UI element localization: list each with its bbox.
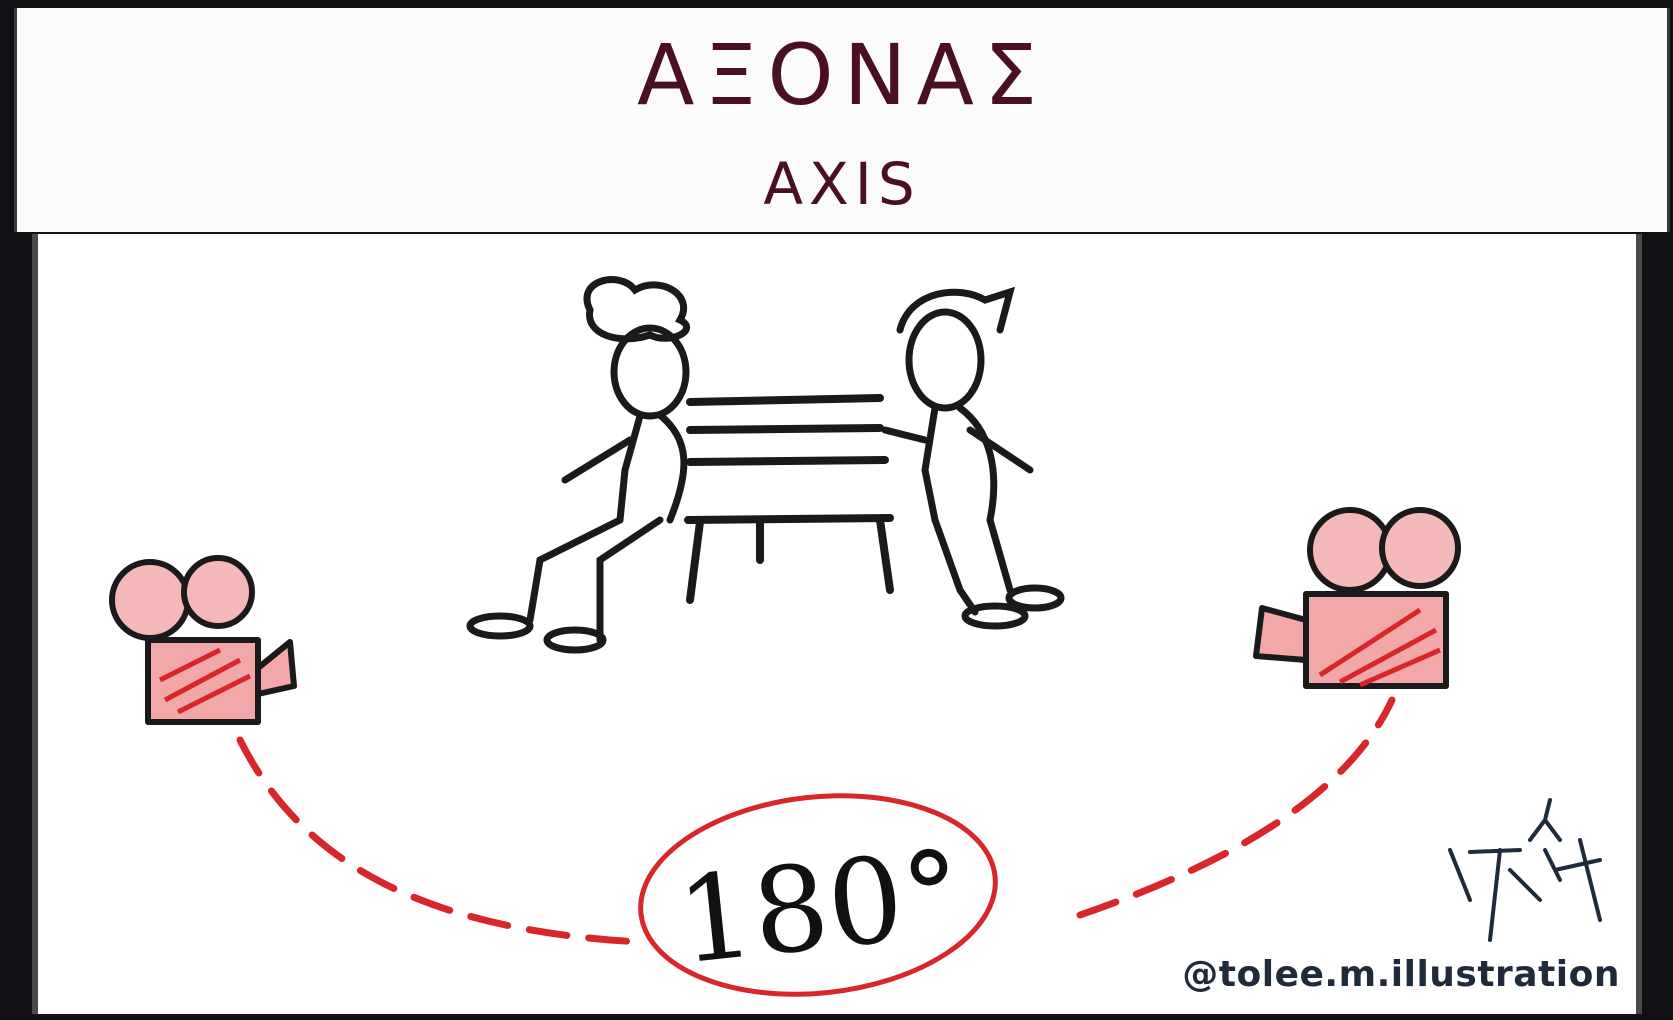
- film-camera-icon: [109, 555, 297, 725]
- title-greek: ΑΞΟΝΑΣ: [636, 26, 1048, 124]
- person-icon: [881, 286, 1065, 630]
- artist-handle: @tolee.m.illustration: [1182, 954, 1620, 995]
- title-english: AXIS: [763, 150, 921, 218]
- person-icon: [466, 276, 691, 654]
- film-camera-icon: [1253, 507, 1461, 689]
- signature-mark: [1448, 798, 1602, 942]
- angle-circle: [638, 793, 998, 997]
- arc-180-path: [236, 696, 1396, 946]
- bench-icon: [684, 394, 894, 604]
- title-panel: ΑΞΟΝΑΣ AXIS: [14, 8, 1670, 232]
